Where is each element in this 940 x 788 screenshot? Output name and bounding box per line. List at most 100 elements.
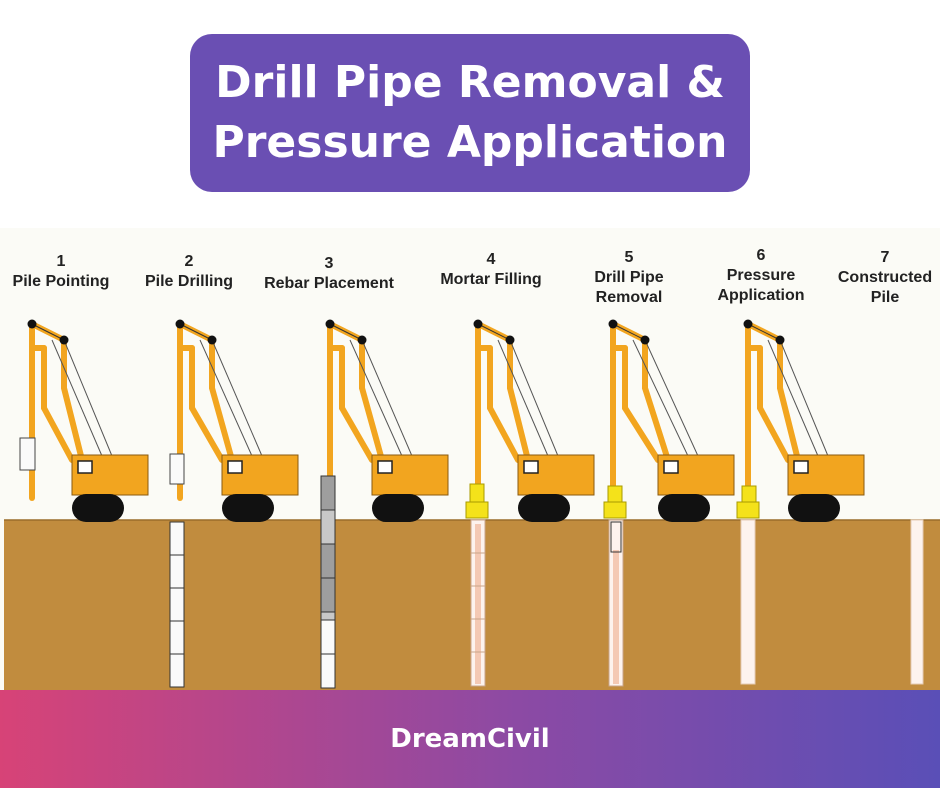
crane-track <box>658 494 710 522</box>
step-6-name: Pressure <box>726 267 796 284</box>
step-6-number: 6 <box>756 247 766 264</box>
pulley-top <box>175 319 185 329</box>
cable-back <box>63 339 113 457</box>
step-4-number: 4 <box>486 251 496 268</box>
step-2-number: 2 <box>184 253 194 270</box>
cable-back-2 <box>497 339 549 457</box>
step-3-name: Rebar Placement <box>264 275 394 292</box>
cable-top <box>747 323 781 341</box>
rebar-bottom-segment <box>320 653 336 689</box>
pulley-back <box>505 335 515 345</box>
title-banner: Drill Pipe Removal & Pressure Applicatio… <box>190 34 750 192</box>
cab-window <box>663 460 679 474</box>
footer-banner: DreamCivil <box>0 690 940 788</box>
step-5-name: Drill Pipe <box>594 269 664 286</box>
drill-hole-segment <box>169 620 185 655</box>
crane-3 <box>325 319 449 522</box>
title-line-1: Drill Pipe Removal & <box>215 57 725 108</box>
pulley-back <box>59 335 69 345</box>
pulley-top <box>473 319 483 329</box>
step-5-label: 5 Drill Pipe Removal <box>580 248 678 308</box>
crane-5 <box>608 319 735 522</box>
cable-back <box>361 339 413 457</box>
cable-back <box>644 339 699 457</box>
crane-brace-lower <box>487 405 521 463</box>
crane-brace-lower <box>41 405 75 463</box>
cable-back-2 <box>51 339 103 457</box>
pressure-column <box>740 519 756 685</box>
cable-back-2 <box>767 339 819 457</box>
drill-hole-segment <box>169 521 185 556</box>
step-7-name-2: Pile <box>870 289 900 306</box>
rebar-segment <box>320 543 336 579</box>
drill-hole-segment <box>169 554 185 589</box>
drill-casing <box>169 453 185 485</box>
drill-hole-segment <box>169 587 185 622</box>
step-3-number: 3 <box>324 255 334 272</box>
step-1-label: 1 Pile Pointing <box>5 252 117 292</box>
step-1-number: 1 <box>56 253 66 270</box>
cab-window <box>227 460 243 474</box>
cable-top <box>477 323 511 341</box>
rebar-segment <box>320 577 336 613</box>
step-6-label: 6 Pressure Application <box>706 246 816 306</box>
step-2-name: Pile Drilling <box>144 273 233 290</box>
cab-window <box>77 460 93 474</box>
crane-brace-upper <box>359 385 385 463</box>
crane-1 <box>27 319 149 522</box>
pulley-top <box>27 319 37 329</box>
cable-back-2 <box>632 339 689 457</box>
crane-track <box>72 494 124 522</box>
crane-brace-lower <box>189 405 225 463</box>
crane-track <box>372 494 424 522</box>
crane-brace-lower <box>757 405 791 463</box>
cab-window <box>793 460 809 474</box>
step-1-name: Pile Pointing <box>12 273 110 290</box>
step-2-label: 2 Pile Drilling <box>137 252 241 292</box>
constructed-pile <box>910 519 924 685</box>
removal-core <box>613 550 619 684</box>
pulley-back <box>357 335 367 345</box>
pulley-back <box>775 335 785 345</box>
crane-brace-upper <box>61 385 85 463</box>
pressure-pipe-top <box>741 485 757 503</box>
removal-pipe-segment <box>610 521 622 553</box>
pressure-collar <box>736 501 760 519</box>
crane-4 <box>473 319 595 522</box>
mortar-casing-top <box>469 483 485 503</box>
rebar-segment <box>320 509 336 545</box>
step-7-label: 7 Constructed Pile <box>832 248 938 308</box>
removal-collar <box>603 501 627 519</box>
crane-brace-upper <box>777 385 801 463</box>
step-5-name-2: Removal <box>595 289 663 306</box>
step-7-number: 7 <box>880 249 890 266</box>
removal-pipe-top <box>607 485 623 503</box>
rebar-segment <box>320 475 336 511</box>
pile-construction-diagram <box>4 319 940 690</box>
step-6-name-2: Application <box>717 287 805 304</box>
cable-top <box>612 323 646 341</box>
cable-back <box>509 339 559 457</box>
cable-top <box>179 323 213 341</box>
crane-2 <box>175 319 299 522</box>
brand-name: DreamCivil <box>390 724 550 754</box>
cable-back-2 <box>349 339 403 457</box>
crane-brace-lower <box>339 405 375 463</box>
cable-back <box>779 339 829 457</box>
crane-6 <box>743 319 865 522</box>
cable-back-2 <box>199 339 253 457</box>
cable-back <box>211 339 263 457</box>
pulley-back <box>207 335 217 345</box>
step-3-label: 3 Rebar Placement <box>254 254 404 294</box>
step-7-name: Constructed <box>837 269 933 286</box>
crane-track <box>518 494 570 522</box>
step-4-label: 4 Mortar Filling <box>430 250 552 290</box>
drill-hole-segment <box>169 653 185 688</box>
cable-top <box>329 323 363 341</box>
step-4-name: Mortar Filling <box>440 271 542 288</box>
pile-point-casing <box>19 437 36 471</box>
crane-brace-lower <box>622 405 661 463</box>
crane-track <box>788 494 840 522</box>
mortar-casing-collar <box>465 501 489 519</box>
cable-top <box>31 323 65 341</box>
